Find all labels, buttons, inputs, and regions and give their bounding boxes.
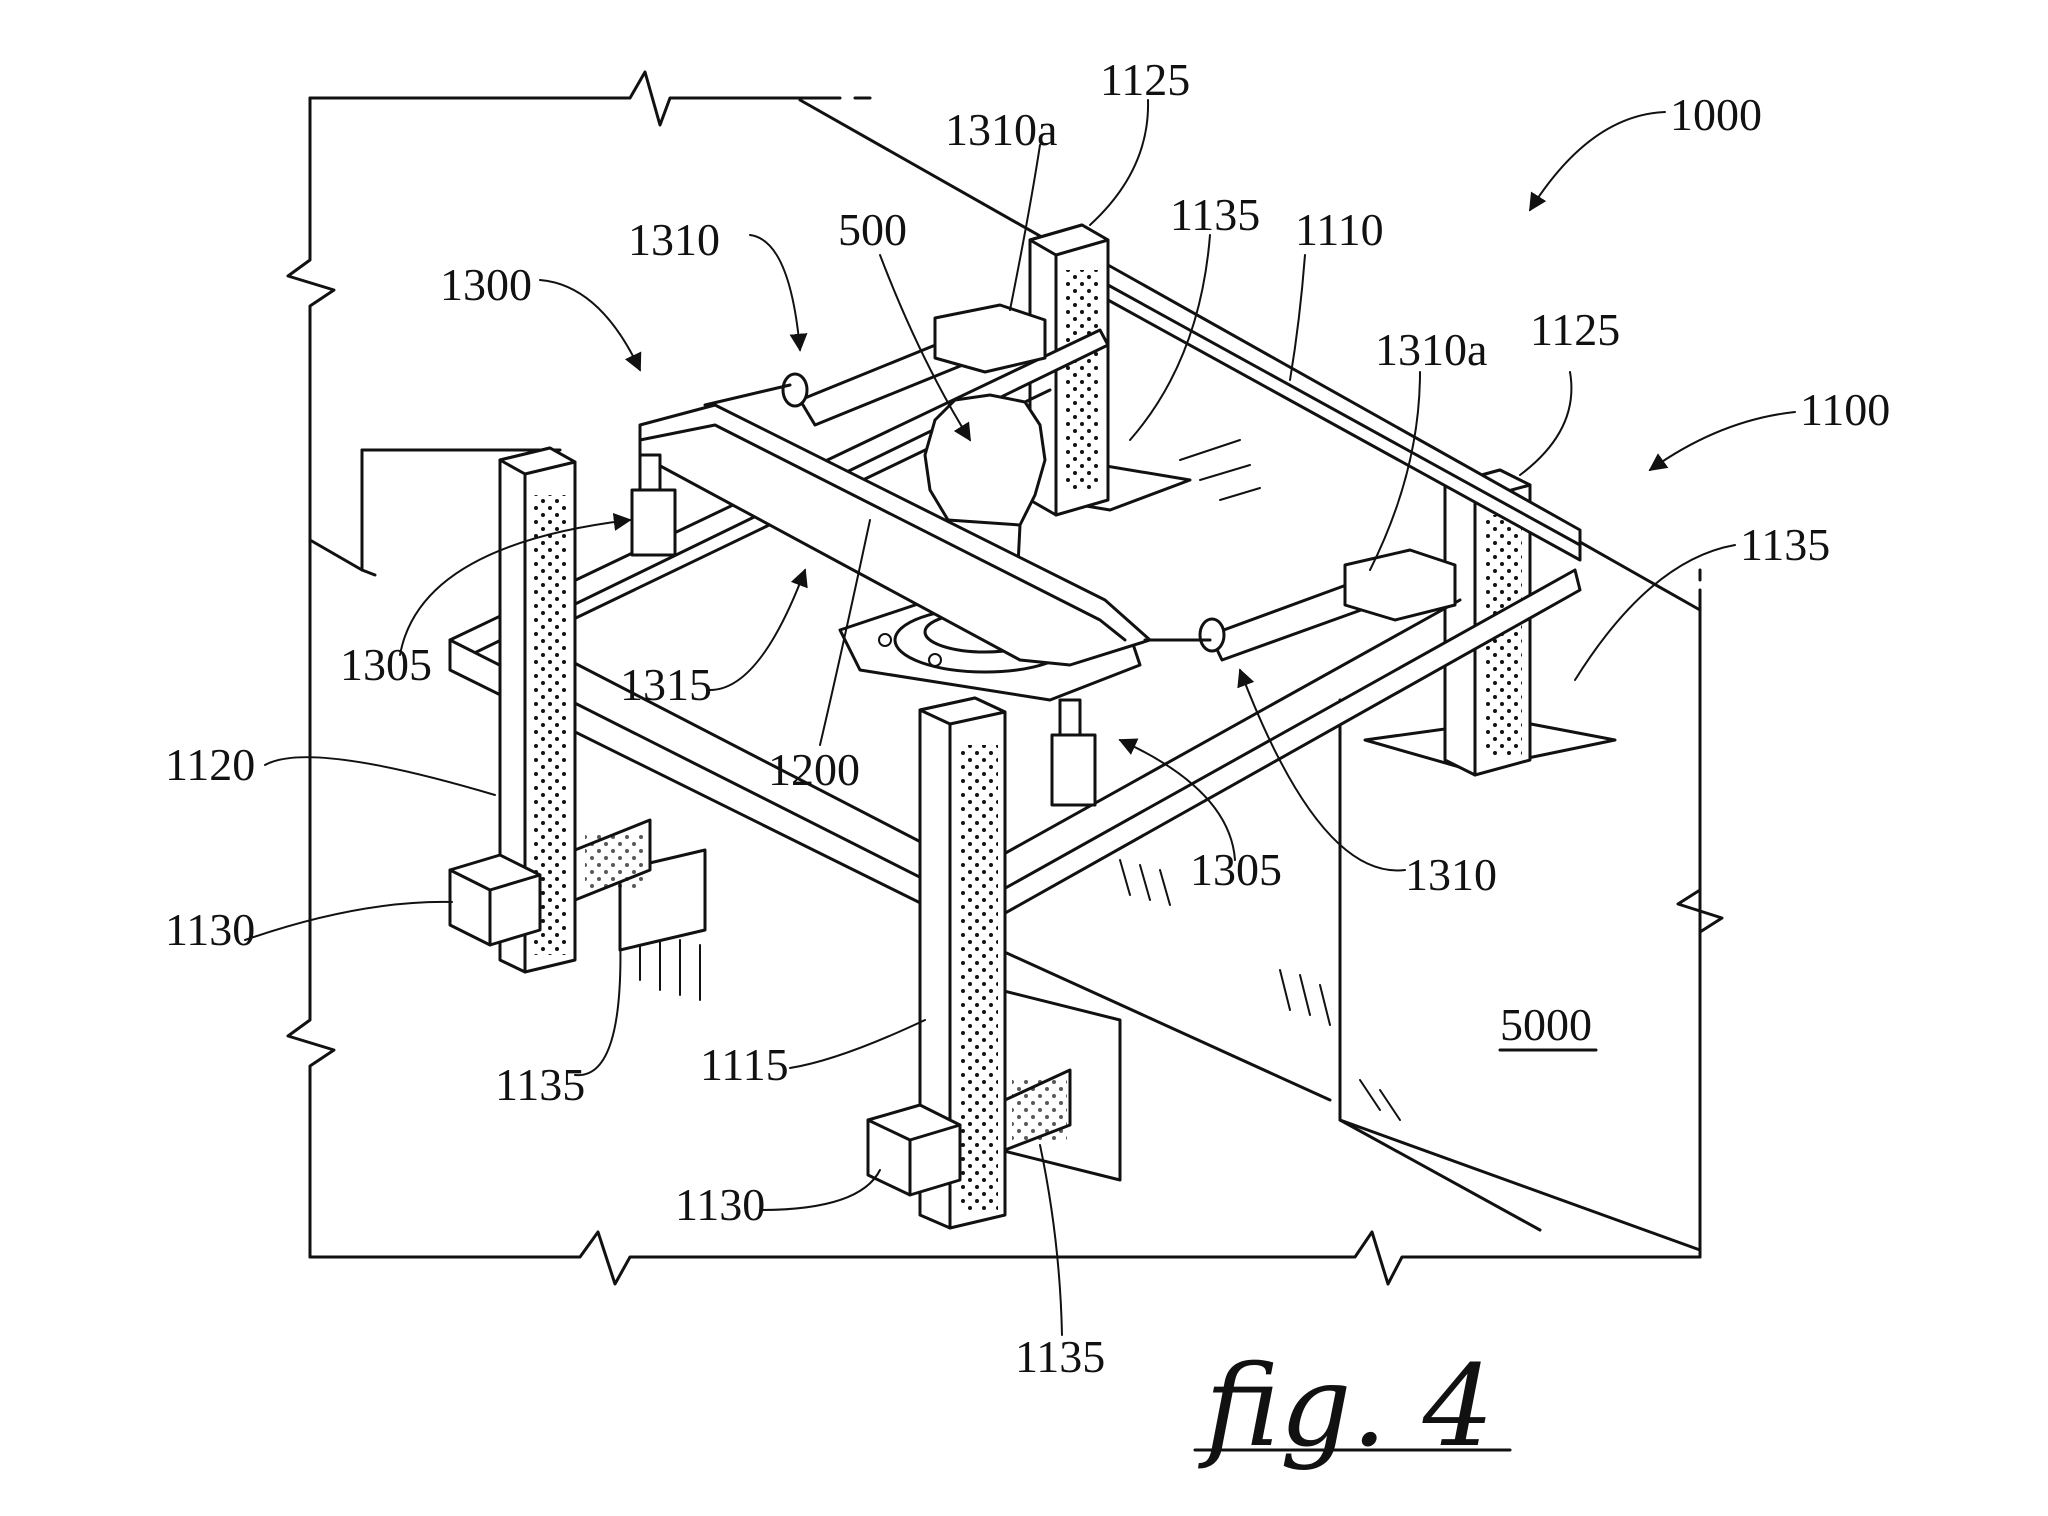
- label-1100: 1100: [1800, 384, 1890, 435]
- label-1135-left: 1135: [495, 1059, 585, 1110]
- label-500: 500: [838, 204, 907, 255]
- label-1305-right: 1305: [1190, 844, 1282, 895]
- label-1310a-left: 1310a: [945, 104, 1057, 155]
- post-1125-left: [1028, 223, 1110, 517]
- linkage-bar-1315: [638, 383, 1212, 667]
- label-1130-left: 1130: [165, 904, 255, 955]
- figure-title: fig. 4: [1198, 1342, 1494, 1472]
- bracket-1130-left: [448, 818, 652, 947]
- label-1310-right: 1310: [1405, 849, 1497, 900]
- label-1120: 1120: [165, 739, 255, 790]
- label-1135-right: 1135: [1740, 519, 1830, 570]
- label-1135-top: 1135: [1170, 189, 1260, 240]
- bracket-1130-right: [866, 1068, 1072, 1197]
- label-1125-left: 1125: [1100, 54, 1190, 105]
- label-1135-bottom: 1135: [1015, 1331, 1105, 1382]
- label-1000: 1000: [1670, 89, 1762, 140]
- pivot-1305-right: [1050, 698, 1097, 807]
- area-label-5000: 5000: [1500, 999, 1592, 1050]
- post-1120: [498, 446, 577, 974]
- label-1300: 1300: [440, 259, 532, 310]
- actuator-1310-right: [1198, 548, 1457, 662]
- pivot-1305-left: [630, 453, 677, 557]
- label-1125-right: 1125: [1530, 304, 1620, 355]
- boundary-frame: [286, 70, 1724, 1286]
- frame-rail-1110: [1106, 263, 1582, 562]
- leader-lines: [244, 99, 1796, 1336]
- label-1315: 1315: [620, 659, 712, 710]
- label-1310-left: 1310: [628, 214, 720, 265]
- label-1200: 1200: [768, 744, 860, 795]
- label-1110: 1110: [1295, 204, 1384, 255]
- label-1115: 1115: [700, 1039, 789, 1090]
- label-1130-right: 1130: [675, 1179, 765, 1230]
- reference-labels: 1000 1100 1110 1115 1120 1125 1125 1130 …: [165, 54, 1890, 1382]
- actuator-1310-left: [781, 303, 1047, 427]
- label-1305-left: 1305: [340, 639, 432, 690]
- post-1115: [918, 696, 1007, 1230]
- label-1310a-right: 1310a: [1375, 324, 1487, 375]
